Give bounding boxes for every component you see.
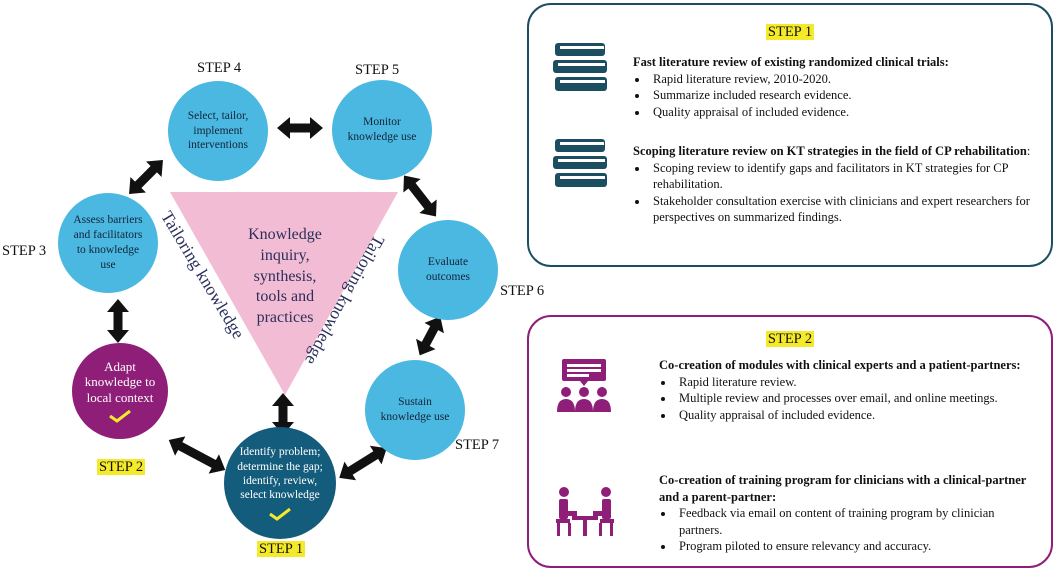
bullet-list: Feedback via email on content of trainin…	[659, 505, 1037, 555]
list-item: Summarize included research evidence.	[649, 87, 1037, 104]
panel1-block-1: Fast literature review of existing rando…	[633, 54, 1037, 120]
arrow-step4-step5	[277, 117, 323, 139]
list-item: Quality appraisal of included evidence.	[675, 407, 1037, 424]
step5-circle: Monitor knowledge use	[332, 80, 432, 180]
check-icon	[269, 507, 291, 521]
arrow-step5-step6	[403, 175, 437, 217]
step3-label: STEP 3	[2, 243, 47, 259]
books-icon	[553, 139, 607, 187]
cycle-diagram	[107, 117, 444, 481]
bullet-list: Rapid literature review, 2010-2020. Summ…	[633, 71, 1037, 121]
panel1-title-text: STEP 1	[765, 24, 815, 40]
list-item: Program piloted to ensure relevancy and …	[675, 538, 1037, 555]
step3-text: use	[100, 258, 116, 271]
step1-text: select knowledge	[240, 489, 320, 502]
step1-circle: Identify problem; determine the gap; ide…	[224, 427, 336, 539]
step3-text: and facilitators	[73, 229, 143, 242]
step2-circle: Adapt knowledge to local context	[72, 343, 168, 439]
panel2-title-text: STEP 2	[765, 331, 815, 347]
arrow-step3-step4	[129, 160, 163, 194]
cycle-arrows	[107, 117, 444, 481]
step2-text: local context	[86, 389, 154, 405]
list-item: Scoping review to identify gaps and faci…	[649, 160, 1037, 193]
step3-text: to knowledge	[76, 244, 140, 256]
arrow-step7-step1	[339, 445, 387, 481]
step5-label: STEP 5	[355, 62, 400, 78]
triangle-center-text: Knowledge inquiry, synthesis, tools and …	[225, 225, 345, 329]
step1-label: STEP 1	[257, 541, 306, 558]
center-line: synthesis,	[253, 267, 317, 285]
block-heading: Fast literature review of existing rando…	[633, 55, 949, 69]
step4-text: implement	[193, 124, 243, 137]
step3-circle: Assess barriers and facilitators to know…	[58, 193, 158, 293]
books-icon	[553, 43, 607, 91]
step2-detail-panel: STEP 2	[527, 315, 1053, 568]
step4-text: Select, tailor,	[187, 109, 249, 122]
step4-label: STEP 4	[197, 60, 242, 76]
step1-text: identify, review,	[242, 475, 318, 487]
step7-text: Sustain	[398, 396, 432, 409]
check-icon	[109, 410, 131, 424]
list-item: Quality appraisal of included evidence.	[649, 104, 1037, 121]
meeting-icon	[557, 359, 611, 412]
step7-label: STEP 7	[455, 437, 500, 453]
step2-label-text: STEP 2	[97, 459, 146, 475]
step6-text: Evaluate	[427, 256, 469, 269]
step7-circle: Sustain knowledge use	[365, 360, 465, 460]
arrow-step2-step3	[107, 299, 129, 343]
heading-suffix: :	[1026, 144, 1031, 158]
step4-text: interventions	[187, 139, 249, 152]
partners-icon	[556, 487, 614, 536]
list-item: Multiple review and processes over email…	[675, 390, 1037, 407]
step2-text: Adapt	[104, 358, 136, 374]
block-heading: Co-creation of modules with clinical exp…	[659, 358, 1021, 372]
step5-text: knowledge use	[347, 131, 417, 143]
step1-text: determine the gap;	[237, 460, 323, 473]
step6-circle: Evaluate outcomes	[398, 220, 498, 320]
bullet-list: Scoping review to identify gaps and faci…	[633, 160, 1037, 226]
list-item: Rapid literature review, 2010-2020.	[649, 71, 1037, 88]
center-line: tools and	[255, 288, 315, 306]
bullet-list: Rapid literature review. Multiple review…	[659, 374, 1037, 424]
block-heading: Scoping literature review on KT strategi…	[633, 144, 1027, 158]
panel1-block-2: Scoping literature review on KT strategi…	[633, 143, 1037, 226]
list-item: Rapid literature review.	[675, 374, 1037, 391]
center-line: inquiry,	[260, 246, 310, 264]
step2-text: knowledge to	[84, 374, 156, 390]
step7-text: knowledge use	[380, 411, 450, 423]
step5-text: Monitor	[363, 116, 401, 129]
arrow-step6-step7	[416, 316, 444, 356]
arrow-triangle-step1	[272, 393, 294, 435]
panel2-block-1: Co-creation of modules with clinical exp…	[659, 357, 1037, 423]
list-item: Feedback via email on content of trainin…	[675, 505, 1037, 538]
panel2-title: STEP 2	[529, 331, 1051, 348]
step2-label: STEP 2	[97, 459, 146, 476]
step3-text: Assess barriers	[73, 214, 143, 227]
block-heading: Co-creation of training program for clin…	[659, 473, 1027, 504]
step6-text: outcomes	[425, 271, 471, 283]
step6-label: STEP 6	[500, 283, 545, 299]
step1-label-text: STEP 1	[257, 541, 306, 557]
panel2-block-2: Co-creation of training program for clin…	[659, 472, 1037, 555]
center-line: practices	[256, 309, 314, 327]
step1-detail-panel: STEP 1 Fast literature review of existin…	[527, 3, 1053, 267]
center-line: Knowledge	[248, 226, 322, 243]
step4-circle: Select, tailor, implement interventions	[168, 81, 268, 181]
list-item: Stakeholder consultation exercise with c…	[649, 193, 1037, 226]
panel1-title: STEP 1	[529, 24, 1051, 41]
step1-text: Identify problem;	[239, 446, 321, 459]
knowledge-triangle	[170, 192, 398, 395]
arrow-step1-step2	[168, 436, 226, 474]
